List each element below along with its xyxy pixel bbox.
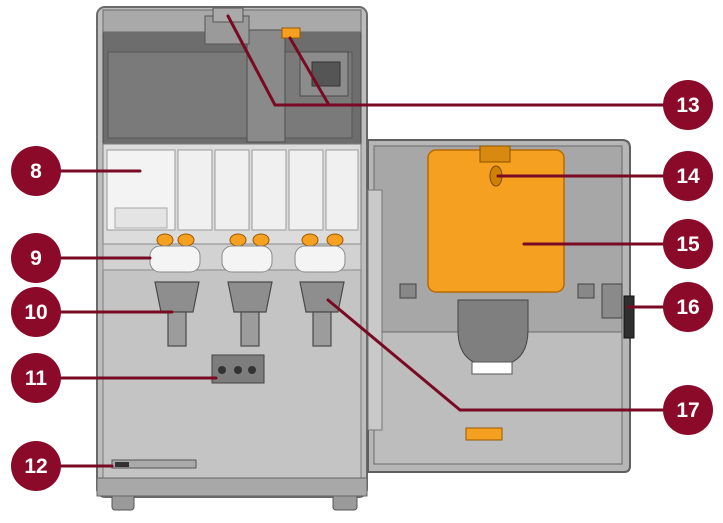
callout-14: 14 — [663, 151, 713, 201]
machine-door — [367, 139, 635, 473]
callout-circle-8 — [11, 146, 61, 196]
valve-assembly — [211, 354, 265, 384]
callout-8: 8 — [11, 146, 61, 196]
callout-12: 12 — [11, 441, 61, 491]
leader-line-13 — [226, 14, 277, 107]
callout-circle-9 — [11, 233, 61, 283]
callout-number-11: 11 — [25, 367, 48, 390]
callout-number-9: 9 — [30, 247, 42, 270]
callout-number-8: 8 — [30, 160, 42, 183]
mixing-bowls — [154, 281, 345, 347]
callout-circle-17 — [663, 385, 713, 435]
callout-circle-12 — [11, 441, 61, 491]
leader-line-13 — [288, 36, 331, 107]
callout-number-16: 16 — [676, 296, 699, 319]
callout-circle-14 — [663, 151, 713, 201]
callout-circle-10 — [11, 287, 61, 337]
callout-number-14: 14 — [676, 165, 700, 188]
callout-number-17: 17 — [676, 399, 699, 422]
callout-circle-16 — [663, 282, 713, 332]
callout-13: 13 — [663, 80, 713, 130]
callout-15: 15 — [663, 219, 713, 269]
white-spouts — [149, 245, 346, 273]
callout-10: 10 — [11, 287, 61, 337]
callout-11: 11 — [11, 353, 61, 403]
callout-number-10: 10 — [24, 301, 47, 324]
leader-lines — [56, 14, 668, 468]
callout-badges: 8 9 10 11 12 13 14 15 16 17 — [11, 80, 713, 491]
ingredient-canisters — [106, 149, 359, 231]
leader-line-17 — [326, 298, 462, 412]
callout-17: 17 — [663, 385, 713, 435]
callout-16: 16 — [663, 282, 713, 332]
callout-number-15: 15 — [676, 233, 700, 256]
callout-number-12: 12 — [24, 455, 47, 478]
callout-circle-11 — [11, 353, 61, 403]
callout-circle-13 — [663, 80, 713, 130]
callout-9: 9 — [11, 233, 61, 283]
callout-number-13: 13 — [676, 94, 699, 117]
callout-circle-15 — [663, 219, 713, 269]
